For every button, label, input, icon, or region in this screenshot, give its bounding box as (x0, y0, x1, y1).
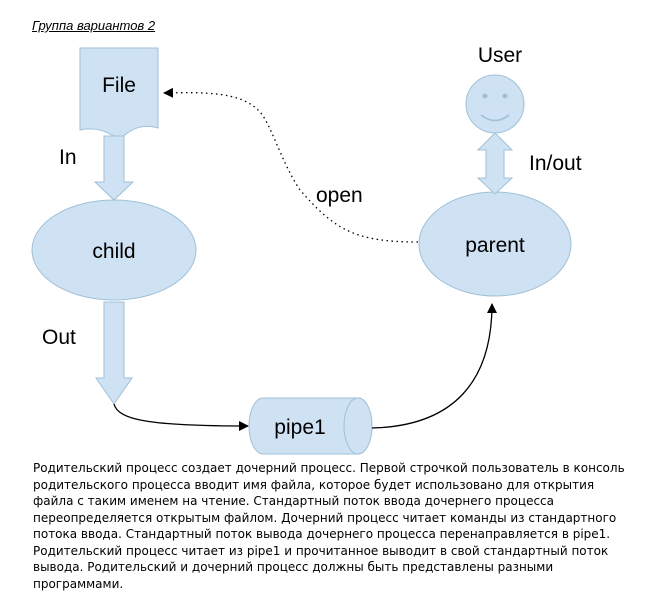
child-node: child (31, 199, 197, 301)
task-description: Родительский процесс создает дочерний пр… (33, 461, 625, 591)
user-smile-icon (480, 114, 510, 122)
pipe1-label: pipe1 (274, 416, 325, 439)
variant-group-title: Группа вариантов 2 (32, 18, 156, 33)
out-to-pipe-connector (113, 403, 249, 431)
open-connector (163, 87, 419, 243)
pipe-to-parent-connector (371, 303, 497, 429)
user-label: User (478, 44, 522, 67)
user-left-eye-icon (482, 93, 488, 99)
in-label: In (59, 146, 77, 169)
file-label: File (102, 74, 136, 97)
parent-node: parent (418, 191, 572, 297)
file-node: File (79, 47, 159, 141)
open-label: open (316, 184, 363, 207)
user-right-eye-icon (502, 93, 508, 99)
out-label: Out (42, 326, 76, 349)
pipe1-node: pipe1 (248, 397, 373, 455)
child-label: child (92, 240, 135, 263)
process-diagram: File In child Out pipe1 parent open User… (31, 44, 582, 455)
out-arrow (95, 301, 133, 405)
inout-double-arrow (476, 132, 514, 195)
parent-label: parent (465, 234, 525, 257)
in-arrow (93, 135, 135, 201)
inout-label: In/out (529, 152, 582, 175)
user-node: User (465, 44, 525, 134)
